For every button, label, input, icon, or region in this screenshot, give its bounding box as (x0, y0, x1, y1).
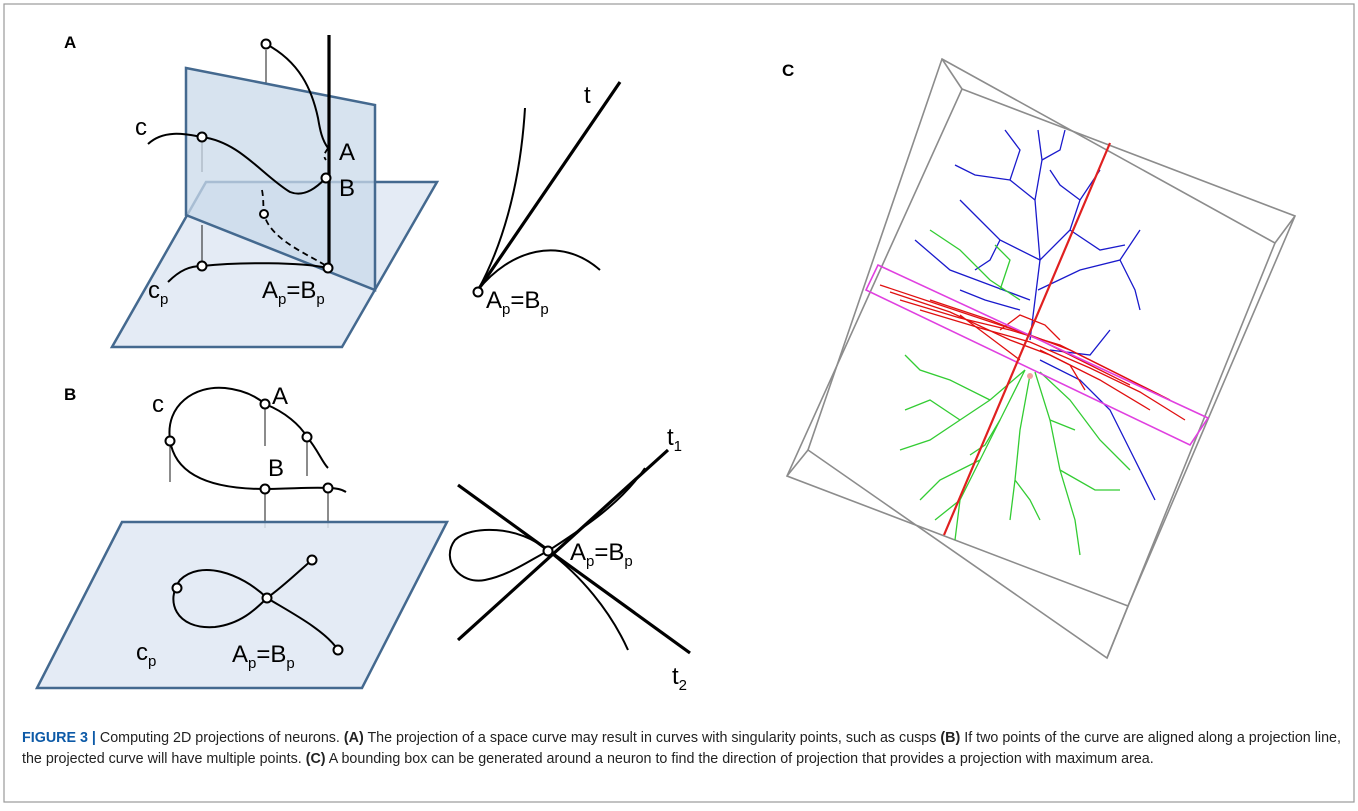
curve-point (196, 131, 208, 143)
label-ap-eq-bp-right: Ap=Bp (570, 539, 633, 570)
projection-axis (942, 142, 1112, 536)
space-loop-lower (169, 439, 347, 493)
label-ap-eq-bp-right: Ap=Bp (486, 287, 549, 318)
curve-point (260, 38, 272, 50)
label-ap-eq-bp: Ap=Bp (232, 641, 295, 672)
projected-loop (172, 559, 313, 629)
point-ap-bp (322, 262, 334, 274)
projected-curve-cp (167, 262, 329, 283)
branch-upper (547, 467, 646, 552)
projection-plane (34, 520, 450, 690)
projected-point (171, 582, 183, 594)
label-b: B (339, 175, 355, 202)
caption-text-a: The projection of a space curve may resu… (363, 730, 941, 746)
caption-text-c: A bounding box can be generated around a… (325, 751, 1154, 767)
point-a (259, 398, 271, 410)
figure-border (3, 3, 1355, 803)
projected-tail (266, 597, 339, 651)
label-t2: t2 (672, 663, 687, 694)
label-cp: cp (136, 639, 156, 670)
label-ap-eq-bp: Ap=Bp (262, 277, 325, 308)
point-b (320, 172, 332, 184)
caption-figure-label: FIGURE 3 | (22, 730, 96, 746)
space-loop-upper (168, 386, 329, 469)
label-b: B (268, 455, 284, 482)
projected-point (306, 554, 318, 566)
caption-ref-c: (C) (305, 751, 326, 767)
caption-ref-b: (B) (940, 730, 961, 746)
double-point (261, 592, 273, 604)
basal-dendrites (899, 229, 1131, 556)
caption-intro: Computing 2D projections of neurons. (95, 730, 344, 746)
double-point-right (542, 545, 554, 557)
projected-point (196, 260, 208, 272)
space-curve-upper (265, 43, 329, 149)
cusp-branch-lower (477, 249, 601, 291)
curve-point (301, 431, 313, 443)
projection-slab (864, 263, 1210, 447)
bounding-box (785, 57, 1297, 660)
soma (1027, 373, 1033, 379)
caption-text-b: If two points of the curve are aligned a… (22, 730, 1341, 767)
loop-branch (448, 528, 549, 582)
apical-dendrites (914, 129, 1156, 501)
label-c: c (152, 391, 164, 418)
panel-b: B c A B cp Ap=Bp (34, 383, 691, 694)
tangent-line-t (476, 81, 622, 291)
label-t1: t1 (667, 424, 682, 455)
figure-caption: FIGURE 3 | Computing 2D projections of n… (22, 728, 1342, 770)
panel-b-letter: B (64, 385, 76, 404)
point-b (259, 483, 271, 495)
hidden-point (259, 209, 269, 219)
caption-ref-a: (A) (343, 730, 364, 746)
space-curve-c (147, 132, 327, 195)
tangent-line-t1 (456, 448, 670, 642)
projected-point (332, 644, 344, 656)
branch-lower (547, 550, 629, 651)
curve-point (164, 435, 176, 447)
cusp-point (472, 286, 484, 298)
label-a: A (272, 383, 288, 410)
curve-point (322, 482, 334, 494)
panel-a-letter: A (64, 33, 76, 52)
label-c: c (135, 114, 147, 141)
panel-a: A c A B cp Ap=Bp (64, 33, 622, 349)
tangent-line-t2 (457, 483, 691, 655)
label-t: t (584, 82, 591, 109)
label-cp: cp (148, 277, 168, 308)
panel-c: C (782, 57, 1297, 660)
panel-c-letter: C (782, 61, 794, 80)
cusp-branch-upper (477, 107, 526, 291)
label-a: A (339, 139, 355, 166)
